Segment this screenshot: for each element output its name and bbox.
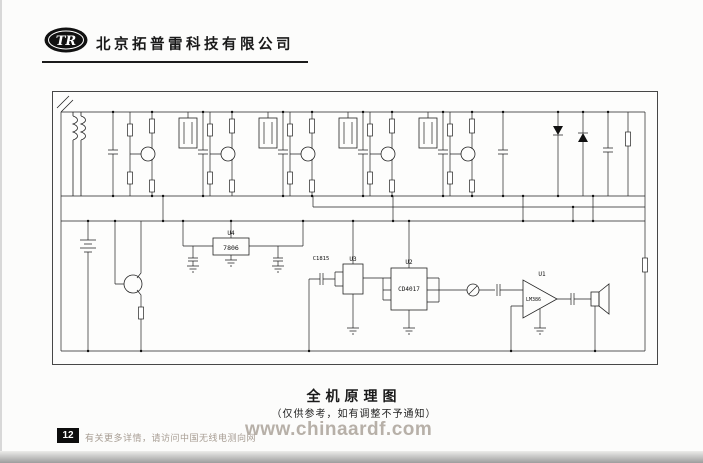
scan-edge-bottom — [0, 451, 703, 463]
u1-part-label: LM386 — [526, 297, 541, 303]
schematic-diagram: U4 7806 C1815 U3 U2 CD4017 U1 LM386 — [56, 95, 648, 353]
u2-ref-label: U2 — [405, 259, 413, 266]
u4-ref-label: U4 — [227, 230, 235, 237]
u1-ref-label: U1 — [538, 271, 546, 278]
site-watermark: www.chinaardf.com — [245, 419, 433, 440]
scan-edge-left — [0, 0, 2, 463]
header-rule — [42, 61, 308, 63]
logo-oval-icon: TR — [44, 27, 88, 53]
footer-text: 有关更多详情，请访问中国无线电测向网 — [85, 433, 257, 443]
transistor-part-label: C1815 — [313, 256, 330, 262]
company-name: 北京拓普雷科技有限公司 — [96, 37, 294, 53]
diagram-note: （仅供参考，如有调整不予通知） — [271, 409, 437, 420]
schematic-frame: U4 7806 C1815 U3 U2 CD4017 U1 LM386 — [52, 91, 658, 365]
u2-part-label: CD4017 — [398, 286, 420, 293]
company-logo: TR — [43, 26, 89, 54]
u3-ref-label: U3 — [349, 256, 357, 263]
diagram-title: 全机原理图 — [306, 388, 402, 404]
u4-part-label: 7806 — [223, 244, 239, 252]
logo-text: TR — [56, 34, 77, 49]
page-number: 12 — [57, 428, 79, 443]
